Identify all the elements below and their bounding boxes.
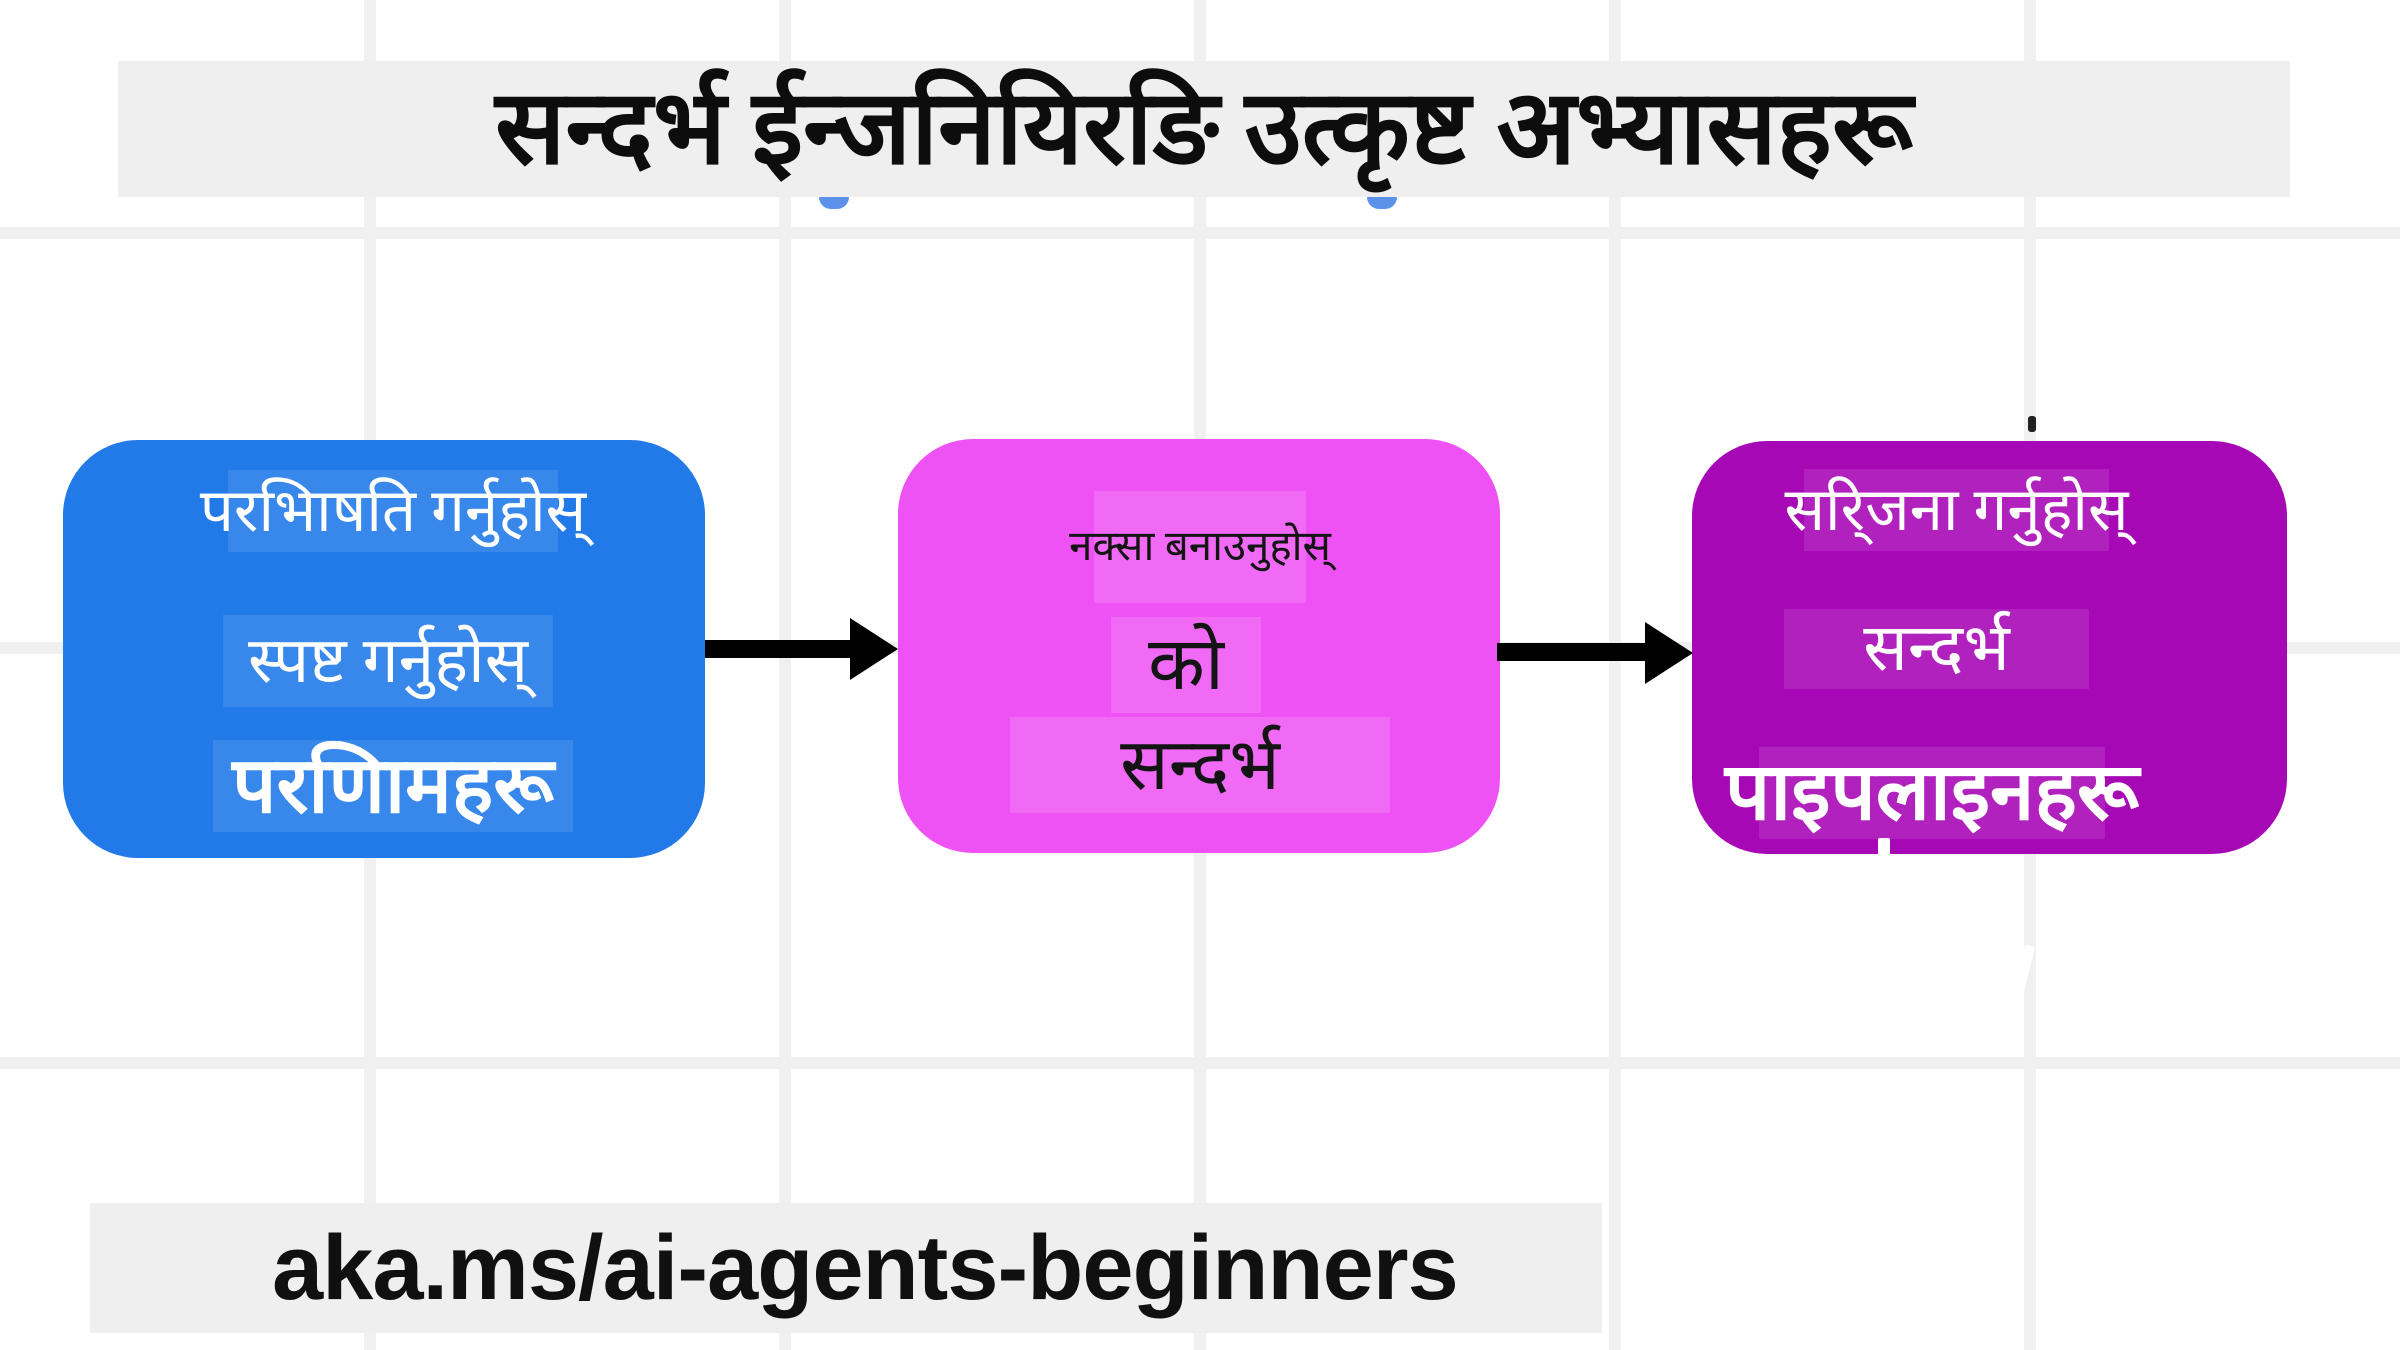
box-line: को [1111, 617, 1261, 713]
flow-box-define-outcomes: परभिाषति गर्नुहोस् स्पष्ट गर्नुहोस् परणि… [63, 440, 705, 858]
footer-url: aka.ms/ai-agents-beginners [272, 1217, 1459, 1319]
box-line: परभिाषति गर्नुहोस् [200, 470, 586, 552]
box-line: सन्दर्भ [1010, 717, 1390, 813]
footer-banner: aka.ms/ai-agents-beginners [90, 1203, 1602, 1333]
grid-line-vertical [779, 0, 791, 1350]
box-line: परणिामहरू [213, 740, 573, 832]
box-line: पाइपलाइनहरू [1724, 747, 2140, 839]
arrow-right-icon [1645, 622, 1693, 684]
box-line: सरि्जना गर्नुहोस् [1784, 469, 2129, 551]
title-banner: सन्दर्भ ईन्जनियिरङि उत्कृष्ट अभ्यासहरू [118, 61, 2290, 197]
grid-line-vertical [1609, 0, 1621, 1350]
flow-arrow-line [1497, 643, 1652, 661]
flow-box-map-context: नक्सा बनाउनुहोस् को सन्दर्भ [898, 439, 1500, 853]
clipped-badge-artifact [819, 197, 849, 209]
clipped-text-artifact [1878, 838, 1890, 855]
grid-line-horizontal [0, 227, 2400, 239]
arrow-right-icon [850, 618, 898, 680]
box-line: स्पष्ट गर्नुहोस् [223, 615, 553, 707]
box-line: सन्दर्भ [1784, 609, 2089, 689]
page-title: सन्दर्भ ईन्जनियिरङि उत्कृष्ट अभ्यासहरू [495, 71, 1913, 186]
flow-box-create-pipelines: सरि्जना गर्नुहोस् सन्दर्भ पाइपलाइनहरू [1692, 441, 2287, 855]
clipped-badge-artifact [1367, 197, 1397, 209]
clipped-text-artifact [2028, 416, 2036, 432]
grid-line-horizontal [0, 1057, 2400, 1069]
flow-arrow-line [705, 640, 855, 658]
box-line: नक्सा बनाउनुहोस् [1069, 491, 1331, 603]
